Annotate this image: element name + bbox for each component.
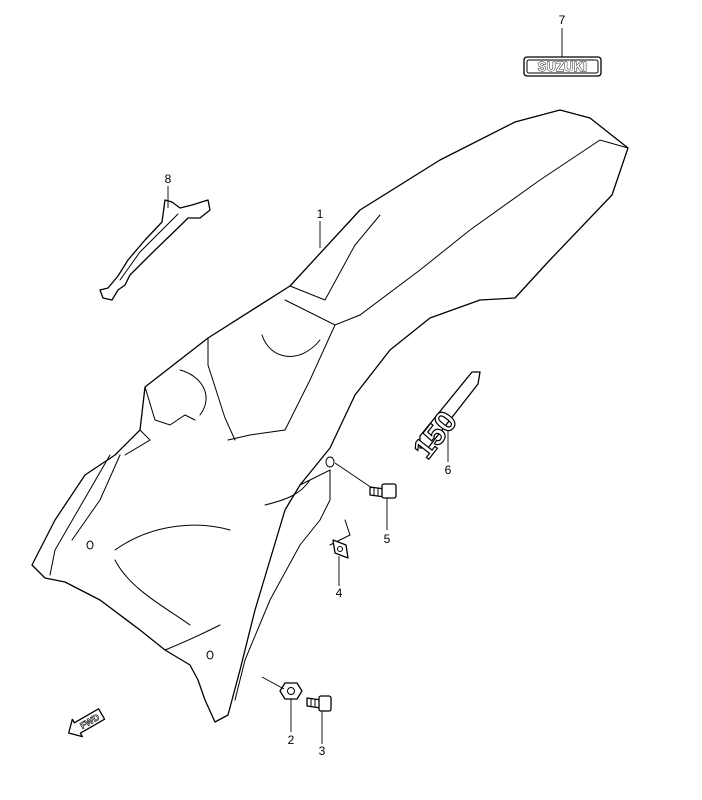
callout-3: 3	[319, 744, 326, 758]
decal-label: 150	[407, 405, 464, 465]
callout-4: 4	[336, 586, 343, 600]
callout-8: 8	[165, 172, 172, 186]
collar	[279, 682, 303, 700]
fender-bracket	[99, 199, 211, 301]
callout-2: 2	[288, 733, 295, 747]
callout-7: 7	[559, 13, 566, 27]
bolt	[369, 483, 397, 499]
leader-lines	[167, 28, 563, 744]
screw	[306, 695, 332, 712]
rear-fender	[31, 109, 629, 723]
suzuki-emblem: SUZUKI	[523, 56, 602, 77]
nut-clip	[332, 539, 349, 559]
emblem-label: SUZUKI	[538, 60, 588, 74]
callout-labels: 7 1 8 6 5 4 2 3	[165, 13, 566, 758]
callout-6: 6	[445, 463, 452, 477]
forward-arrow-icon: FWD	[68, 708, 106, 738]
callout-5: 5	[384, 532, 391, 546]
model-decal: 150	[407, 371, 481, 466]
callout-1: 1	[317, 207, 324, 221]
